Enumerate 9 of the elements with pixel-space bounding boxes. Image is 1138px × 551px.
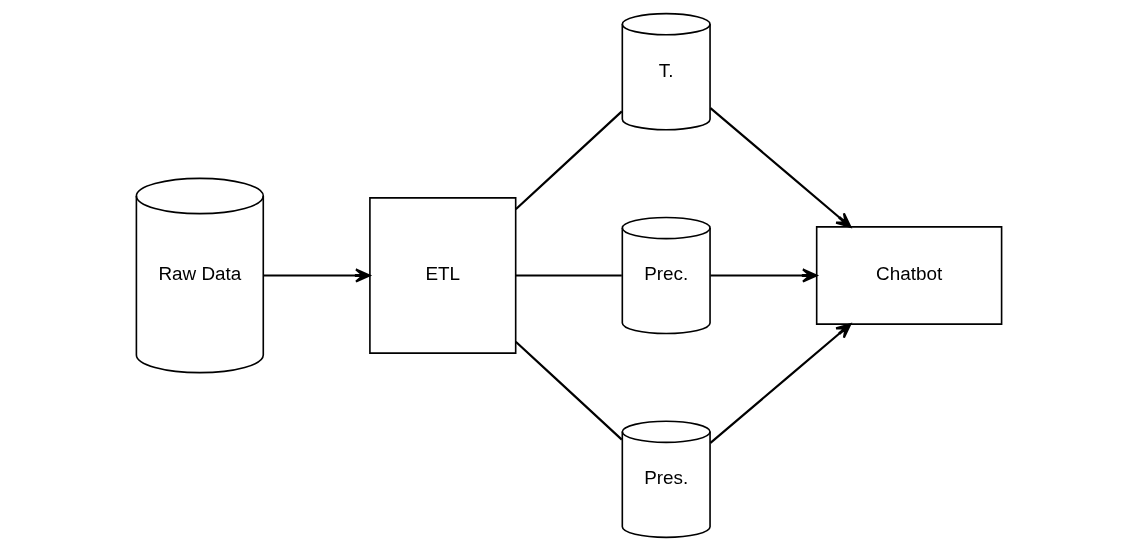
node-box: Chatbot [815, 226, 1003, 325]
connector [515, 110, 623, 211]
connector [515, 340, 623, 441]
connector [515, 274, 622, 277]
arrow [709, 323, 852, 444]
arrow [710, 268, 818, 283]
arrow [709, 107, 852, 228]
arrow [263, 268, 371, 283]
node-box: ETL [369, 197, 517, 354]
